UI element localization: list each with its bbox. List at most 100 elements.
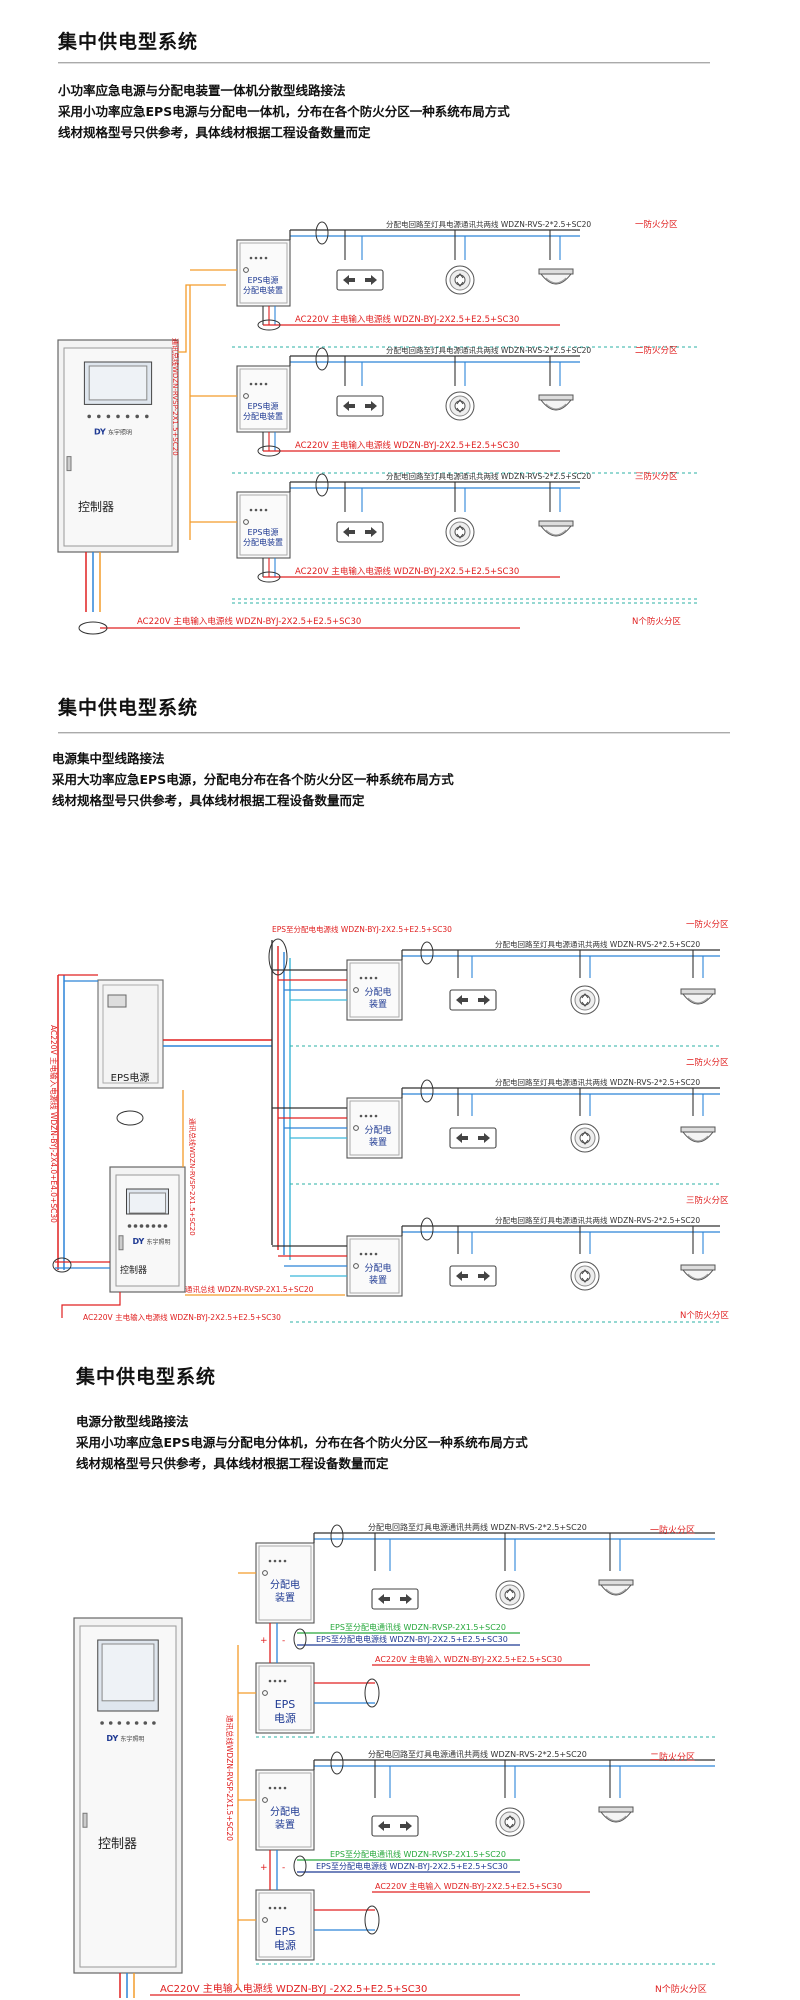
exit-sign-icon: [336, 521, 384, 543]
indicator-led: [145, 1224, 150, 1228]
box-label: EPS电源: [248, 527, 279, 537]
ac-power-label: AC220V 主电输入 WDZN-BYJ-2X2.5+E2.5+SC30: [375, 1881, 562, 1891]
desc-line: 采用大功率应急EPS电源，分配电分布在各个防火分区一种系统布局方式: [52, 772, 454, 787]
vertical-comm-label: 通讯总线WDZN-RVSP-2X1.5+SC20: [225, 1715, 235, 1841]
cable-bundle-ellipse: [116, 1110, 144, 1126]
indicator-led: [278, 1679, 282, 1683]
indicator-led: [283, 1559, 287, 1563]
knob: [353, 987, 359, 993]
indicator-led: [359, 1252, 363, 1256]
ceiling-light-icon: [680, 988, 716, 1005]
indicator-led: [278, 1906, 282, 1910]
indicator-led: [369, 1114, 373, 1118]
cable-bundle-ellipse: [420, 1217, 434, 1241]
cable-bundle-ellipse: [364, 1905, 380, 1935]
indicator-led: [374, 1252, 378, 1256]
knob: [243, 393, 249, 399]
indicator-led: [152, 1721, 156, 1725]
eps-cabinet-door: [102, 984, 159, 1084]
indicator-led: [97, 414, 101, 419]
zone-label: N个防火分区: [655, 1983, 707, 1995]
desc-line: 电源集中型线路接法: [52, 751, 165, 766]
indicator-led: [254, 256, 258, 260]
indicator-led: [283, 1906, 287, 1910]
desc-line: 线材规格型号只供参考，具体线材根据工程设备数量而定: [76, 1456, 389, 1471]
indicator-led: [126, 1721, 130, 1725]
brand-name: 东宇照明: [147, 1238, 171, 1246]
box-label: EPS电源: [248, 401, 279, 411]
zone-label: 三防火分区: [686, 1195, 729, 1206]
box-label: 分配电: [364, 1124, 391, 1136]
zone-label: 二防火分区: [650, 1751, 695, 1763]
indicator-led: [143, 1721, 148, 1725]
knob: [262, 1797, 268, 1803]
indicator-led: [135, 414, 139, 419]
brand-logo-icon: DY: [106, 1734, 118, 1743]
device-box-inner: [258, 1772, 312, 1848]
knob: [262, 1570, 268, 1576]
knob: [353, 1263, 359, 1269]
zone-label: N个防火分区: [632, 616, 681, 627]
box-label: 电源: [274, 1938, 296, 1952]
zone-label: 一防火分区: [686, 919, 729, 930]
exit-sign-icon: [371, 1815, 419, 1837]
zone-power-label: AC220V 主电输入电源线 WDZN-BYJ-2X2.5+E2.5+SC30: [295, 440, 519, 451]
indicator-led: [264, 256, 268, 260]
section-1-desc: 小功率应急电源与分配电装置一体机分散型线路接法 采用小功率应急EPS电源与分配电…: [58, 80, 510, 143]
box-label: EPS: [275, 1925, 296, 1938]
indicator-led: [268, 1786, 272, 1790]
exit-sign-icon: [336, 395, 384, 417]
cable-bundle-ellipse: [52, 1257, 72, 1273]
device-box-inner: [258, 1545, 312, 1621]
emergency-light-icon: [445, 517, 475, 547]
cable-bundle-ellipse: [330, 1751, 344, 1775]
cable-bundle-ellipse: [257, 571, 281, 583]
distribution-box: [346, 1235, 403, 1297]
indicator-led: [283, 1786, 287, 1790]
comm-line-label: 分配电回路至灯具电源通讯共两线 WDZN-RVS-2*2.5+SC20: [386, 345, 591, 355]
cabinet-handle: [82, 1812, 88, 1828]
indicator-led: [259, 382, 263, 386]
distribution-box: [346, 959, 403, 1021]
brand-name: 东宇照明: [120, 1735, 144, 1743]
cable-bundle-ellipse: [315, 347, 329, 371]
box-label: 分配电: [270, 1578, 300, 1591]
distribution-box: [255, 1542, 315, 1624]
eps-panel: [107, 994, 127, 1008]
section-3-desc: 电源分散型线路接法 采用小功率应急EPS电源与分配电分体机，分布在各个防火分区一…: [76, 1411, 528, 1474]
indicator-led: [163, 1224, 168, 1228]
ac-power-label: AC220V 主电输入 WDZN-BYJ-2X2.5+E2.5+SC30: [375, 1654, 562, 1664]
indicator-led: [273, 1679, 277, 1683]
eps-comm-label: EPS至分配电通讯线 WDZN-RVSP-2X1.5+SC20: [330, 1849, 506, 1859]
indicator-led: [145, 414, 149, 419]
minus-sign: -: [282, 1636, 285, 1646]
exit-sign-icon: [449, 1127, 497, 1149]
controller-label: 控制器: [78, 500, 114, 514]
emergency-light-icon: [570, 1261, 600, 1291]
eps-comm-label: EPS至分配电通讯线 WDZN-RVSP-2X1.5+SC20: [330, 1622, 506, 1632]
cable-bundle-ellipse: [364, 1678, 380, 1708]
cable-bundle-ellipse: [420, 941, 434, 965]
box-label: EPS: [275, 1698, 296, 1711]
desc-line: 线材规格型号只供参考，具体线材根据工程设备数量而定: [52, 793, 365, 808]
eps-power-label: EPS至分配电电源线 WDZN-BYJ-2X2.5+E2.5+SC30: [316, 1634, 508, 1644]
zone-label: 一防火分区: [650, 1524, 695, 1536]
indicator-led: [374, 976, 378, 980]
indicator-led: [254, 382, 258, 386]
desc-line: 采用小功率应急EPS电源与分配电分体机，分布在各个防火分区一种系统布局方式: [76, 1435, 528, 1450]
power-wire: [61, 1292, 121, 1318]
ceiling-light-icon: [680, 1126, 716, 1143]
indicator-led: [249, 256, 253, 260]
zone-label: N个防火分区: [680, 1310, 729, 1321]
indicator-led: [100, 1721, 104, 1725]
ceiling-light-icon: [538, 520, 574, 537]
ceiling-light-icon: [538, 268, 574, 285]
indicator-led: [268, 1559, 272, 1563]
indicator-led: [151, 1224, 156, 1228]
cable-bundle-ellipse: [257, 319, 281, 331]
zone-label: 二防火分区: [686, 1057, 729, 1068]
indicator-led: [106, 414, 111, 419]
indicator-led: [369, 976, 373, 980]
